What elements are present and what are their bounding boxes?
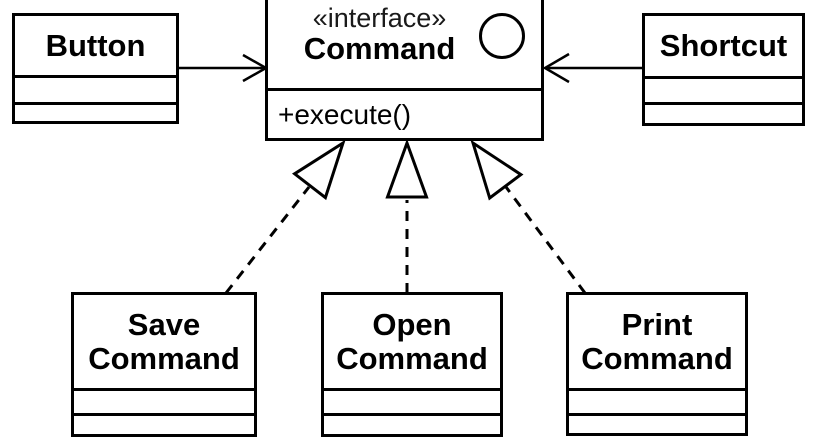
attributes-compartment [15, 75, 176, 102]
hollow-triangle-arrowhead-icon [385, 138, 429, 199]
methods-compartment [74, 413, 254, 434]
interface-box-command: «interface» Command +execute() [265, 0, 544, 141]
class-name-save-command: Save Command [88, 306, 240, 376]
attributes-compartment [569, 388, 745, 413]
attributes-compartment [74, 388, 254, 413]
attributes-compartment [645, 76, 802, 102]
methods-compartment: +execute() [268, 88, 541, 138]
realization-dashed-line [504, 186, 587, 294]
class-box-button: Button [12, 13, 179, 124]
methods-compartment [324, 413, 500, 434]
class-name-open-command: Open Command [336, 306, 488, 376]
edge-opencommand-command-realization [385, 138, 429, 293]
methods-compartment [569, 413, 745, 433]
attributes-compartment [324, 388, 500, 413]
class-box-save-command: Save Command [71, 292, 257, 437]
methods-compartment [15, 102, 176, 121]
class-name-button: Button [45, 27, 146, 63]
hollow-triangle-arrowhead-icon [291, 139, 346, 201]
class-box-open-command: Open Command [321, 292, 503, 437]
class-name-command: Command [303, 31, 456, 66]
edge-printcommand-command-realization [470, 139, 587, 294]
class-name-shortcut: Shortcut [659, 28, 788, 63]
open-arrowhead-icon [242, 53, 269, 83]
stereotype-label: «interface» [312, 3, 447, 33]
open-arrowhead-icon [542, 52, 570, 84]
edge-savecommand-command-realization [224, 139, 346, 294]
methods-compartment [645, 102, 802, 123]
interface-title-compartment: «interface» Command [268, 0, 541, 88]
method-execute: +execute() [278, 98, 412, 130]
hollow-triangle-arrowhead-icon [470, 139, 524, 201]
edge-shortcut-command-association [542, 52, 642, 84]
realization-dashed-line [224, 186, 311, 294]
class-box-shortcut: Shortcut [642, 13, 805, 126]
class-name-print-command: Print Command [581, 306, 733, 376]
interface-circle-icon [479, 13, 525, 59]
edge-button-command-association [179, 53, 269, 83]
class-box-print-command: Print Command [566, 292, 748, 436]
